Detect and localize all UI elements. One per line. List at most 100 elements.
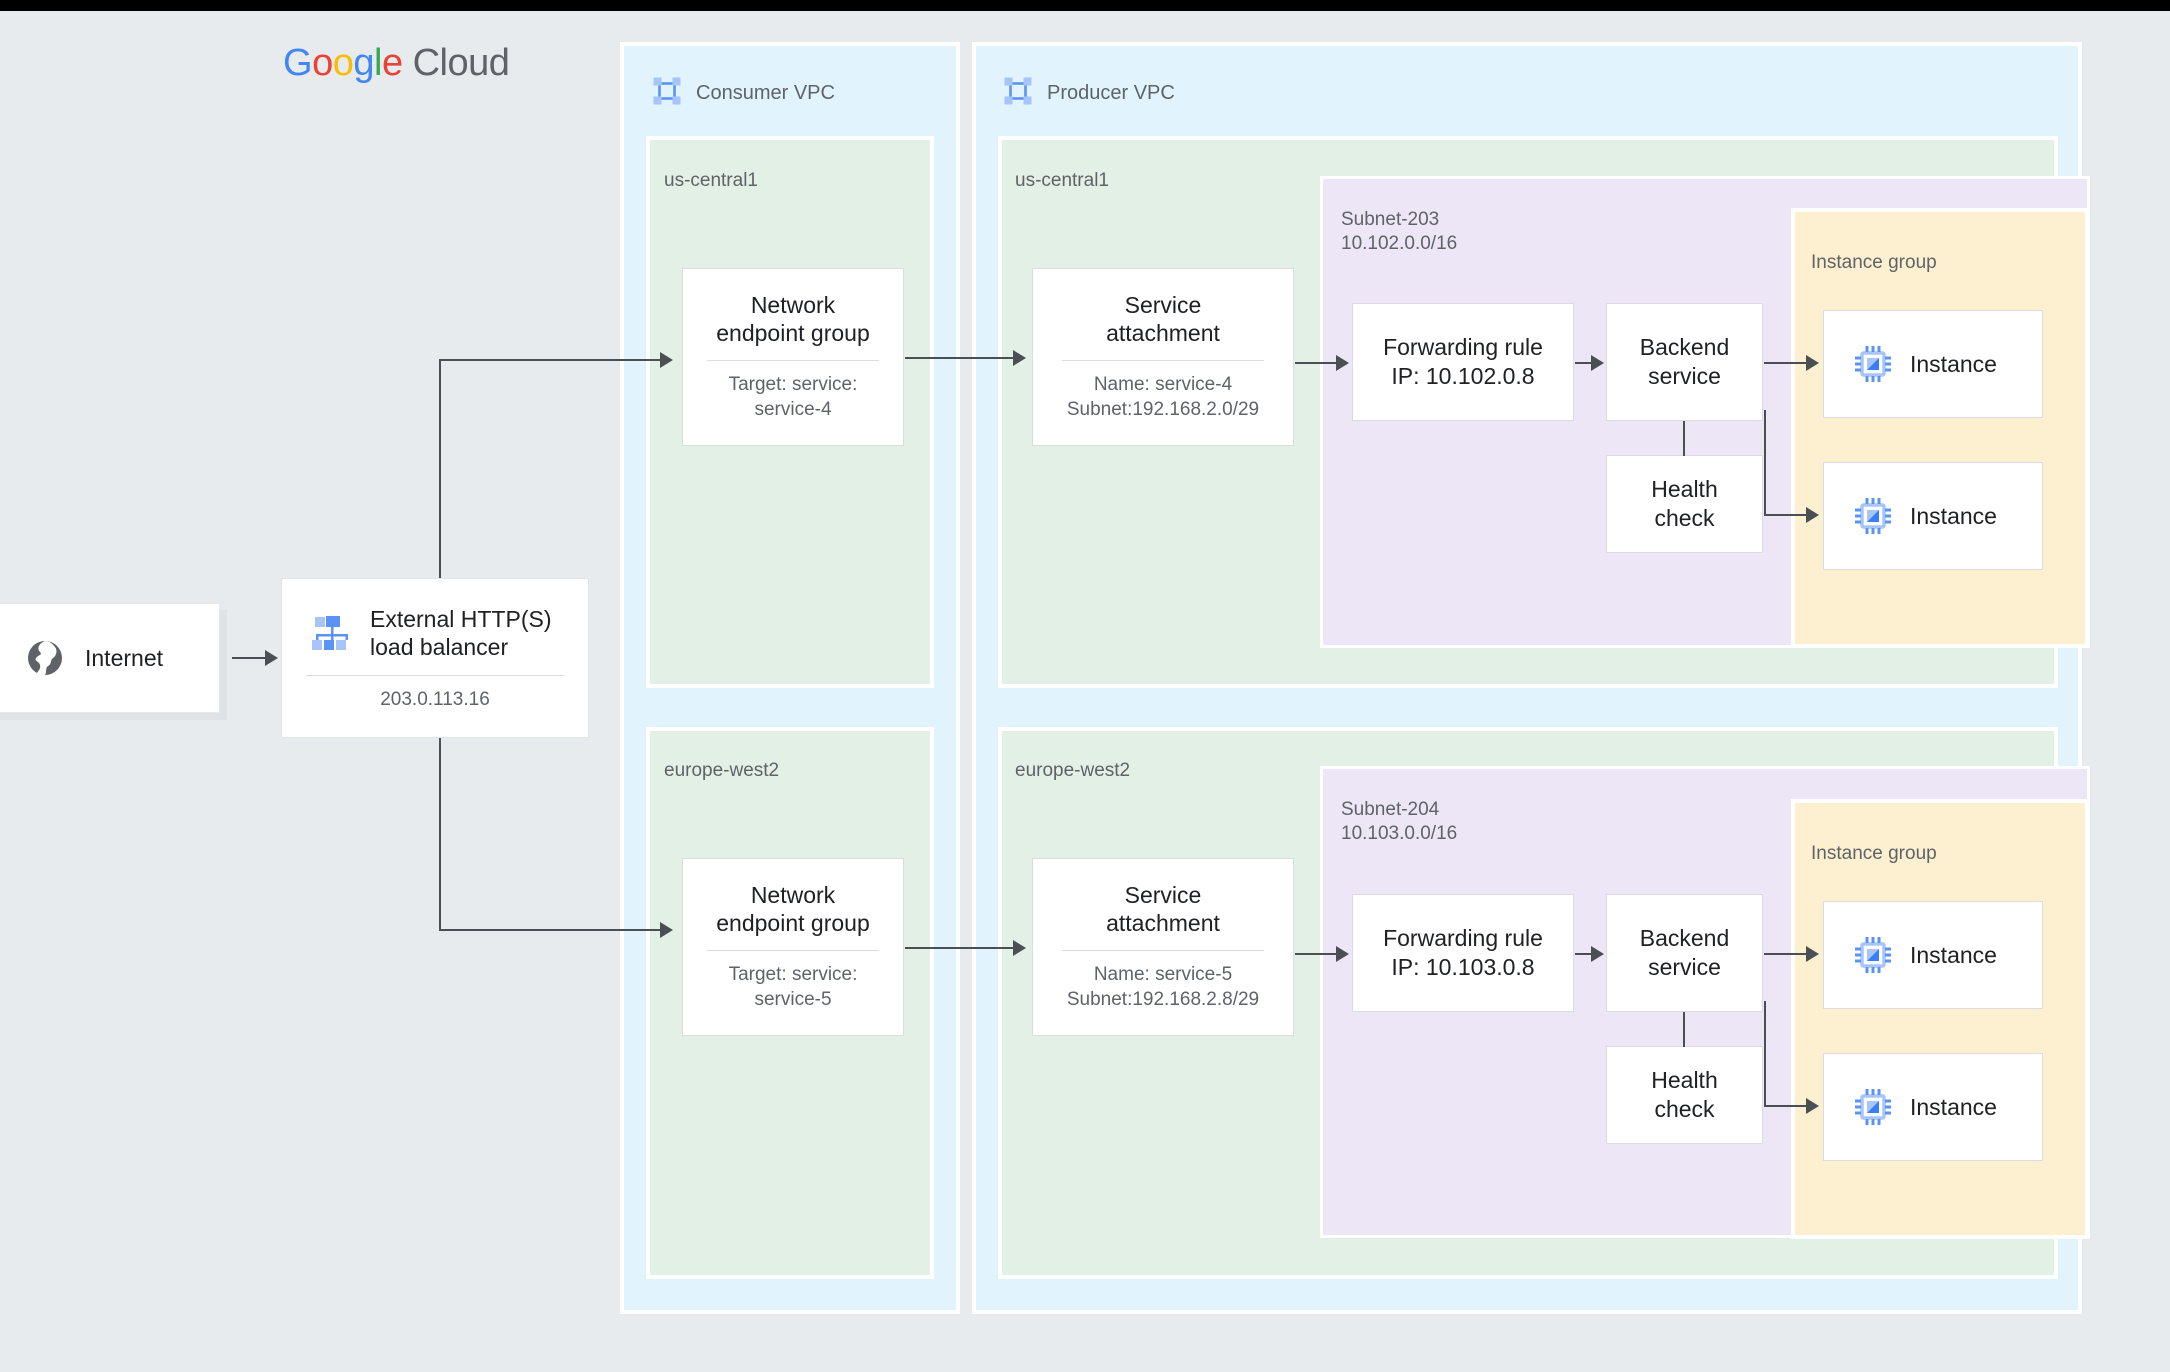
fr-bottom-line-2: IP: 10.103.0.8 bbox=[1391, 954, 1535, 980]
hc-top-line-2: check bbox=[1654, 505, 1715, 531]
neg-top-sub-2: service-4 bbox=[754, 399, 832, 421]
connector-lb-trunk-down bbox=[439, 738, 441, 930]
cpu-instance-icon bbox=[1854, 497, 1892, 535]
arrow-head bbox=[1591, 946, 1604, 962]
subnet-203-name: Subnet-203 bbox=[1341, 209, 1440, 230]
cpu-instance-icon bbox=[1854, 345, 1892, 383]
lb-title-line-1: External HTTP(S) bbox=[370, 605, 552, 632]
bs-top-line-2: service bbox=[1648, 363, 1721, 389]
forwarding-rule-top[interactable]: Forwarding rule IP: 10.102.0.8 bbox=[1352, 303, 1574, 421]
connector-bs-to-hc-top bbox=[1683, 421, 1685, 456]
external-http-load-balancer[interactable]: External HTTP(S) load balancer 203.0.113… bbox=[281, 578, 589, 738]
instance-bottom-1[interactable]: Instance bbox=[1823, 901, 2043, 1009]
instance-top-1[interactable]: Instance bbox=[1823, 310, 2043, 418]
sa-top-title-1: Service bbox=[1124, 292, 1202, 319]
lb-header-row: External HTTP(S) load balancer bbox=[282, 605, 588, 661]
neg-top-title-1: Network bbox=[750, 292, 836, 319]
connector-neg-to-sa-bottom bbox=[905, 947, 1014, 949]
card-divider bbox=[1061, 950, 1265, 952]
arrow-head bbox=[1013, 940, 1026, 956]
instance-bottom-1-label: Instance bbox=[1910, 941, 1997, 968]
fr-bottom-line-1: Forwarding rule bbox=[1383, 925, 1543, 952]
bs-bottom-line-1: Backend bbox=[1639, 925, 1730, 952]
internet-node[interactable]: Internet bbox=[0, 603, 220, 713]
logo-cloud-word: Cloud bbox=[412, 42, 510, 84]
arrow-head bbox=[265, 650, 278, 666]
hc-bottom-text: Health check bbox=[1651, 1066, 1717, 1124]
connector-fr-to-bs-top bbox=[1575, 362, 1593, 364]
consumer-region-top-label: us-central1 bbox=[664, 170, 758, 191]
cpu-instance-icon bbox=[1854, 936, 1892, 974]
connector-fr-to-bs-bottom bbox=[1575, 953, 1593, 955]
producer-region-bottom-label: europe-west2 bbox=[1015, 760, 1131, 781]
producer-vpc-title: Producer VPC bbox=[1047, 82, 1175, 104]
lb-ip: 203.0.113.16 bbox=[380, 689, 490, 711]
sa-bottom-title-2: attachment bbox=[1106, 910, 1220, 937]
globe-icon bbox=[25, 638, 65, 678]
fr-top-text: Forwarding rule IP: 10.102.0.8 bbox=[1383, 333, 1543, 391]
connector-sa-to-fr-bottom bbox=[1295, 953, 1337, 955]
instance-group-bottom-container bbox=[1791, 799, 2089, 1239]
arrow-head bbox=[1336, 355, 1349, 371]
backend-service-bottom[interactable]: Backend service bbox=[1606, 894, 1763, 1012]
bs-top-line-1: Backend bbox=[1639, 334, 1730, 361]
instance-top-1-label: Instance bbox=[1910, 350, 1997, 377]
service-attachment-top[interactable]: Service attachment Name: service-4 Subne… bbox=[1032, 268, 1294, 446]
connector-neg-to-sa-top bbox=[905, 357, 1014, 359]
connector-bs-to-instance-bottom-1 bbox=[1764, 953, 1807, 955]
neg-top-sub-1: Target: service: bbox=[728, 374, 858, 396]
fr-bottom-text: Forwarding rule IP: 10.103.0.8 bbox=[1383, 924, 1543, 982]
network-endpoint-group-bottom[interactable]: Network endpoint group Target: service: … bbox=[682, 858, 904, 1036]
arrow-head bbox=[660, 922, 673, 938]
service-attachment-bottom[interactable]: Service attachment Name: service-5 Subne… bbox=[1032, 858, 1294, 1036]
network-endpoint-group-top[interactable]: Network endpoint group Target: service: … bbox=[682, 268, 904, 446]
cpu-instance-icon bbox=[1854, 1088, 1892, 1126]
health-check-top[interactable]: Health check bbox=[1606, 455, 1763, 553]
neg-bottom-sub-2: service-5 bbox=[754, 989, 832, 1011]
connector-bs-to-instance-bottom-2-horizontal bbox=[1764, 1105, 1807, 1107]
instance-top-2[interactable]: Instance bbox=[1823, 462, 2043, 570]
neg-top-title-2: endpoint group bbox=[716, 320, 870, 347]
instance-bottom-2[interactable]: Instance bbox=[1823, 1053, 2043, 1161]
arrow-head bbox=[1806, 355, 1819, 371]
backend-service-top[interactable]: Backend service bbox=[1606, 303, 1763, 421]
sa-top-sub-1: Name: service-4 bbox=[1093, 374, 1233, 396]
connector-lb-to-neg-bottom bbox=[439, 929, 664, 931]
neg-bottom-title-1: Network bbox=[750, 882, 836, 909]
hc-bottom-line-2: check bbox=[1654, 1096, 1715, 1122]
connector-bs-to-instance-top-1 bbox=[1764, 362, 1807, 364]
arrow-head bbox=[1806, 946, 1819, 962]
bs-top-text: Backend service bbox=[1640, 333, 1730, 391]
hc-bottom-line-1: Health bbox=[1651, 1067, 1718, 1094]
subnet-203-label: Subnet-203 10.102.0.0/16 bbox=[1341, 208, 1457, 257]
connector-bs-to-instance-bottom-2-vertical bbox=[1764, 1001, 1766, 1106]
connector-sa-to-fr-top bbox=[1295, 362, 1337, 364]
instance-bottom-2-label: Instance bbox=[1910, 1093, 1997, 1120]
forwarding-rule-bottom[interactable]: Forwarding rule IP: 10.103.0.8 bbox=[1352, 894, 1574, 1012]
card-divider bbox=[707, 360, 879, 362]
sa-bottom-sub-2: Subnet:192.168.2.8/29 bbox=[1066, 989, 1260, 1011]
instance-group-top-container bbox=[1791, 208, 2089, 648]
connector-lb-to-neg-top bbox=[439, 359, 664, 361]
connector-bs-to-instance-top-2-vertical bbox=[1764, 410, 1766, 515]
sa-top-title-2: attachment bbox=[1106, 320, 1220, 347]
load-balancer-icon bbox=[310, 612, 352, 654]
instance-group-bottom-label: Instance group bbox=[1811, 843, 1937, 864]
fr-top-line-1: Forwarding rule bbox=[1383, 334, 1543, 361]
neg-bottom-title-2: endpoint group bbox=[716, 910, 870, 937]
connector-internet-to-lb bbox=[232, 657, 265, 659]
vpc-icon bbox=[1003, 76, 1033, 106]
producer-region-top-label: us-central1 bbox=[1015, 170, 1109, 191]
connector-bs-to-instance-top-2-horizontal bbox=[1764, 514, 1807, 516]
subnet-204-cidr: 10.103.0.0/16 bbox=[1341, 823, 1458, 845]
health-check-bottom[interactable]: Health check bbox=[1606, 1046, 1763, 1144]
fr-top-line-2: IP: 10.102.0.8 bbox=[1391, 363, 1535, 389]
sa-top-sub-2: Subnet:192.168.2.0/29 bbox=[1066, 399, 1260, 421]
card-divider bbox=[707, 950, 879, 952]
arrow-head bbox=[1806, 1098, 1819, 1114]
lb-title-line-2: load balancer bbox=[370, 634, 509, 660]
lb-title: External HTTP(S) load balancer bbox=[370, 605, 551, 661]
bs-bottom-text: Backend service bbox=[1640, 924, 1730, 982]
